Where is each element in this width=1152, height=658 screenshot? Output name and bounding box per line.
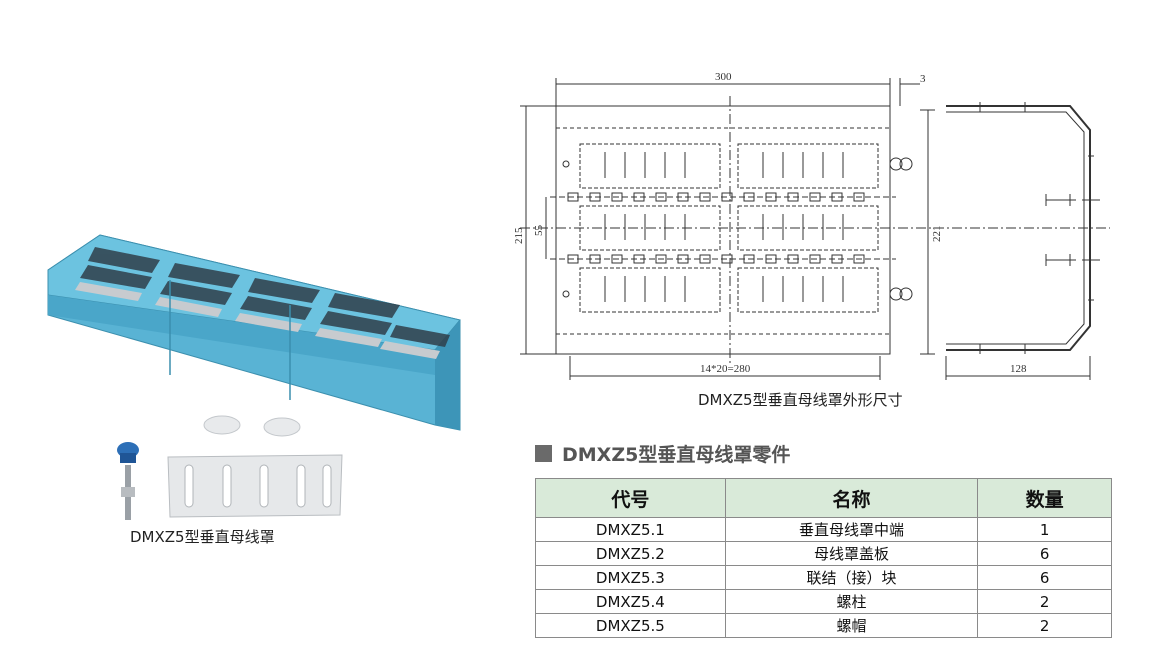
front-view-outline bbox=[555, 105, 891, 355]
parts-title-text: DMXZ5型垂直母线罩零件 bbox=[562, 444, 791, 466]
dim-height: 215 bbox=[513, 227, 525, 244]
cell-qty: 6 bbox=[977, 565, 1112, 590]
cell-qty: 1 bbox=[977, 517, 1112, 542]
cell-name: 螺柱 bbox=[724, 589, 979, 614]
cell-code: DMXZ5.4 bbox=[535, 589, 726, 614]
slot-marks bbox=[604, 152, 844, 302]
dim-inner: 55 bbox=[533, 225, 545, 237]
cell-qty: 2 bbox=[977, 589, 1112, 614]
parts-section-title: DMXZ5型垂直母线罩零件 bbox=[535, 440, 790, 467]
cell-qty: 2 bbox=[977, 613, 1112, 638]
cap-piece bbox=[263, 417, 301, 437]
table-header-row: 代号 名称 数量 bbox=[535, 478, 1112, 518]
grille-plates bbox=[75, 282, 440, 359]
table-row: DMXZ5.1 垂直母线罩中端 1 bbox=[535, 517, 1112, 542]
cell-name: 垂直母线罩中端 bbox=[724, 517, 979, 542]
cell-code: DMXZ5.3 bbox=[535, 565, 726, 590]
header-code: 代号 bbox=[535, 478, 726, 518]
dimension-drawing: 300 3 215 55 14*20=280 221 128 bbox=[513, 71, 1110, 380]
cell-name: 螺帽 bbox=[724, 613, 979, 638]
cap-piece bbox=[203, 415, 241, 435]
connection-plate bbox=[167, 454, 343, 518]
dim-offset: 3 bbox=[920, 73, 926, 85]
table-row: DMXZ5.3 联结（接）块 6 bbox=[535, 565, 1112, 590]
cell-code: DMXZ5.5 bbox=[535, 613, 726, 638]
parts-table: 代号 名称 数量 DMXZ5.1 垂直母线罩中端 1 DMXZ5.2 母线罩盖板… bbox=[535, 478, 1112, 638]
cell-name: 母线罩盖板 bbox=[724, 541, 979, 566]
cover-lip bbox=[48, 295, 435, 375]
header-name: 名称 bbox=[724, 478, 979, 518]
table-row: DMXZ5.4 螺柱 2 bbox=[535, 589, 1112, 614]
cover-side-face bbox=[435, 320, 460, 430]
table-row: DMXZ5.5 螺帽 2 bbox=[535, 613, 1112, 638]
cell-qty: 6 bbox=[977, 541, 1112, 566]
side-view bbox=[946, 102, 1100, 354]
dim-side: 128 bbox=[1010, 363, 1027, 375]
section-square-icon bbox=[535, 445, 552, 462]
bus-blocks bbox=[567, 192, 865, 264]
bolt-part bbox=[117, 442, 139, 520]
cell-code: DMXZ5.1 bbox=[535, 517, 726, 542]
header-qty: 数量 bbox=[977, 478, 1112, 518]
product-illustration bbox=[47, 234, 461, 520]
drawing-caption: DMXZ5型垂直母线罩外形尺寸 bbox=[698, 391, 903, 409]
cell-code: DMXZ5.2 bbox=[535, 541, 726, 566]
grille-windows bbox=[80, 247, 450, 347]
dim-width: 300 bbox=[715, 71, 732, 83]
dim-pitch: 14*20=280 bbox=[700, 363, 751, 375]
photo-caption: DMXZ5型垂直母线罩 bbox=[130, 528, 275, 546]
table-row: DMXZ5.2 母线罩盖板 6 bbox=[535, 541, 1112, 566]
dim-depth: 221 bbox=[931, 226, 943, 243]
cell-name: 联结（接）块 bbox=[724, 565, 979, 590]
